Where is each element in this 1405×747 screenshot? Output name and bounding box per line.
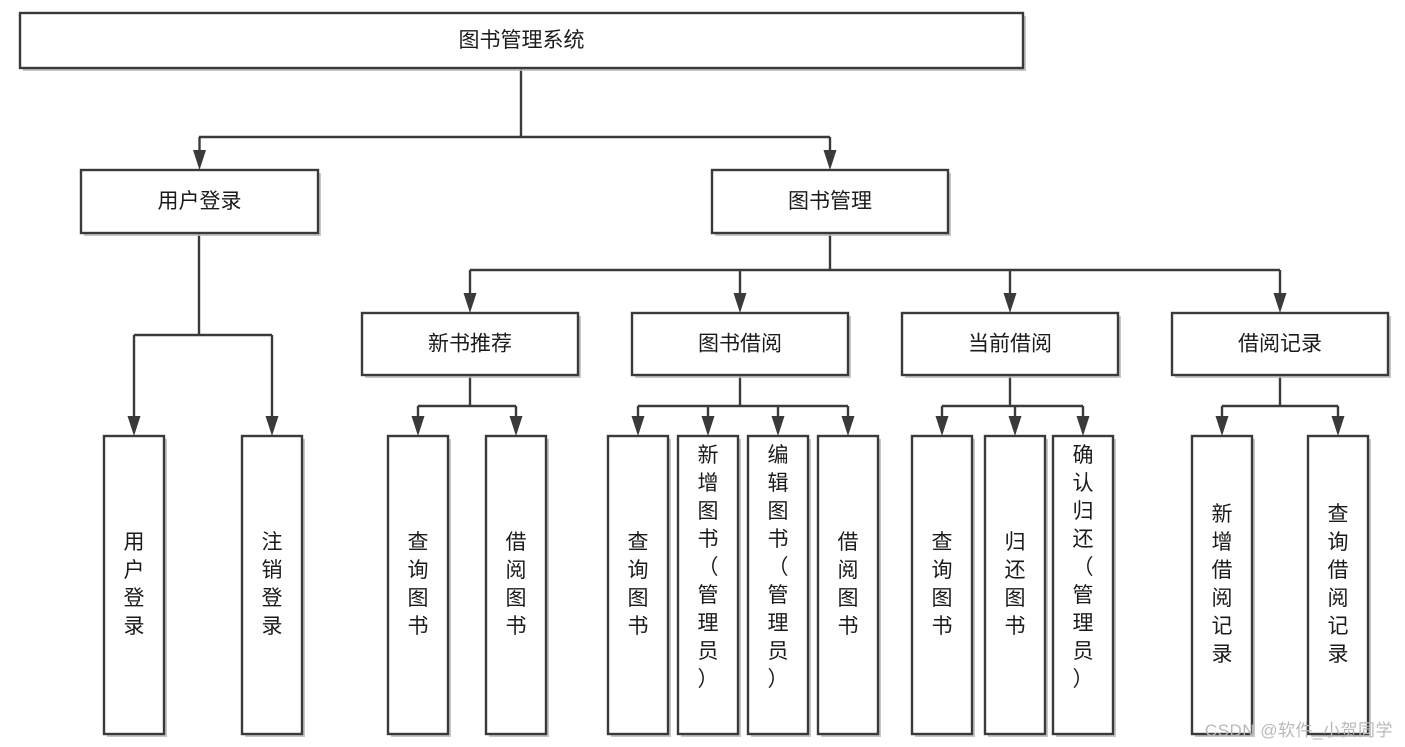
connector-book-borrow-bus — [638, 375, 848, 408]
node-leaf_borrow_query[interactable]: 查询图书 — [606, 434, 671, 737]
edge-book_borrow-to-leaf_borrow_query — [631, 406, 645, 436]
edge-book_borrow-to-leaf_borrow_do — [841, 406, 855, 436]
node-box[interactable] — [1051, 434, 1115, 736]
node-box[interactable] — [606, 434, 670, 736]
edge-book_manage-to-new_book_rec — [463, 270, 477, 313]
edge-borrow_record-to-leaf_rec_search — [1331, 406, 1345, 436]
node-box[interactable] — [1170, 311, 1390, 377]
node-leaf_borrow_do[interactable]: 借阅图书 — [816, 434, 881, 737]
node-box[interactable] — [102, 434, 166, 736]
node-box[interactable] — [630, 311, 850, 377]
node-leaf_rec_borrow[interactable]: 借阅图书 — [484, 434, 549, 737]
edge-root-to-user_login — [193, 137, 206, 170]
connector-layer — [127, 68, 1345, 436]
connector-borrow-record-bus — [1222, 375, 1338, 408]
node-label: 用户登录 — [158, 190, 242, 213]
node-box[interactable] — [983, 434, 1047, 736]
connector-root-bus — [199, 68, 830, 139]
edge-book_manage-to-book_borrow — [733, 270, 747, 313]
edge-book_manage-to-current_borrow — [1003, 270, 1017, 313]
watermark-label: CSDN @软件_小贺同学 — [1204, 721, 1393, 740]
node-box[interactable] — [240, 434, 304, 736]
node-label: 借阅图书 — [506, 531, 527, 638]
node-label: 查询借阅记录 — [1328, 503, 1349, 666]
node-label: 借阅图书 — [838, 531, 859, 638]
node-box[interactable] — [900, 311, 1120, 377]
node-label: 借阅记录 — [1238, 333, 1322, 356]
node-book_borrow[interactable]: 图书借阅 — [630, 311, 851, 378]
edge-borrow_record-to-leaf_rec_add — [1215, 406, 1229, 436]
node-leaf_cur_query[interactable]: 查询图书 — [910, 434, 975, 737]
connector-book-manage-bus — [470, 233, 1280, 272]
node-leaf_rec_search[interactable]: 查询借阅记录 — [1306, 434, 1371, 737]
node-box[interactable] — [676, 434, 740, 736]
edge-root-to-book_manage — [823, 137, 837, 170]
node-user_login[interactable]: 用户登录 — [79, 168, 321, 236]
node-new_book_rec[interactable]: 新书推荐 — [360, 311, 581, 378]
node-label: 归还图书 — [1005, 531, 1026, 638]
node-box[interactable] — [1190, 434, 1254, 736]
node-box[interactable] — [386, 434, 450, 736]
node-box[interactable] — [710, 168, 950, 235]
edge-book_manage-to-borrow_record — [1273, 270, 1287, 313]
node-leaf_cur_confirm[interactable]: 确认归还（管理员） — [1051, 434, 1116, 737]
node-label: 新增借阅记录 — [1212, 503, 1233, 666]
node-box[interactable] — [18, 11, 1025, 70]
node-borrow_record[interactable]: 借阅记录 — [1170, 311, 1391, 378]
node-label: 图书借阅 — [698, 333, 782, 356]
connector-user-login-bus — [134, 233, 272, 337]
node-label: 确认归还（管理员） — [1073, 444, 1094, 691]
node-box[interactable] — [1306, 434, 1370, 736]
node-leaf_user_login[interactable]: 用户登录 — [102, 434, 167, 737]
node-leaf_logout[interactable]: 注销登录 — [240, 434, 305, 737]
connector-current-borrow-bus — [942, 375, 1083, 408]
edge-user_login-to-leaf_user_login — [127, 335, 141, 436]
node-book_manage[interactable]: 图书管理 — [710, 168, 951, 236]
node-box[interactable] — [360, 311, 580, 377]
connector-new-book-bus — [418, 375, 516, 408]
node-leaf_borrow_add[interactable]: 新增图书（管理员） — [676, 434, 741, 737]
node-label: 图书管理 — [788, 190, 872, 213]
node-label: 用户登录 — [124, 531, 145, 638]
node-leaf_borrow_edit[interactable]: 编辑图书（管理员） — [746, 434, 811, 737]
edge-current_borrow-to-leaf_cur_confirm — [1076, 406, 1090, 436]
node-box[interactable] — [746, 434, 810, 736]
node-label: 当前借阅 — [968, 333, 1052, 356]
edge-current_borrow-to-leaf_cur_query — [935, 406, 949, 436]
node-label: 编辑图书（管理员） — [768, 444, 789, 691]
node-leaf_rec_add[interactable]: 新增借阅记录 — [1190, 434, 1255, 737]
edge-current_borrow-to-leaf_cur_return — [1008, 406, 1022, 436]
node-box[interactable] — [79, 168, 320, 235]
node-label: 新增图书（管理员） — [698, 444, 719, 691]
node-root[interactable]: 图书管理系统 — [18, 11, 1026, 71]
node-label: 图书管理系统 — [459, 29, 585, 52]
node-label: 查询图书 — [932, 531, 953, 638]
edge-user_login-to-leaf_logout — [265, 335, 279, 436]
node-box[interactable] — [484, 434, 548, 736]
edge-new_book_rec-to-leaf_rec_query — [411, 406, 425, 436]
node-label: 注销登录 — [262, 531, 283, 638]
node-leaf_rec_query[interactable]: 查询图书 — [386, 434, 451, 737]
node-box[interactable] — [816, 434, 880, 736]
node-current_borrow[interactable]: 当前借阅 — [900, 311, 1121, 378]
node-box[interactable] — [910, 434, 974, 736]
node-layer: 图书管理系统用户登录图书管理新书推荐图书借阅当前借阅借阅记录用户登录注销登录查询… — [18, 11, 1391, 737]
edge-book_borrow-to-leaf_borrow_add — [701, 406, 715, 436]
edge-new_book_rec-to-leaf_rec_borrow — [509, 406, 523, 436]
node-label: 查询图书 — [408, 531, 429, 638]
node-label: 查询图书 — [628, 531, 649, 638]
edge-book_borrow-to-leaf_borrow_edit — [771, 406, 785, 436]
node-label: 新书推荐 — [428, 333, 512, 356]
node-leaf_cur_return[interactable]: 归还图书 — [983, 434, 1048, 737]
